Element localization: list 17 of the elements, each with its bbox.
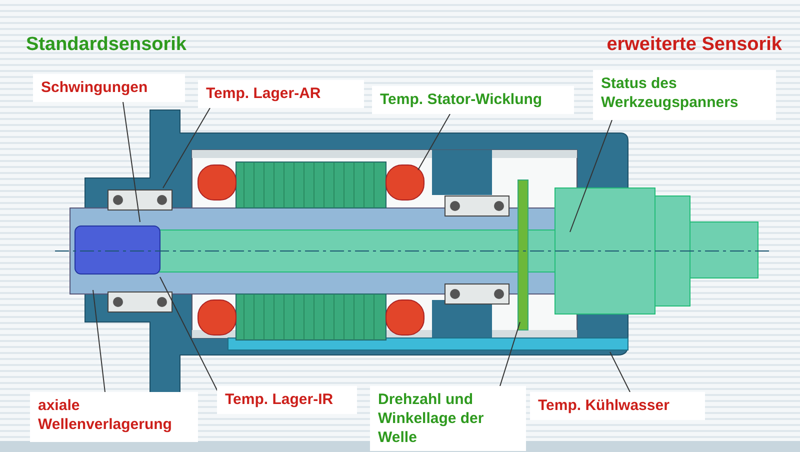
leader-line <box>122 102 140 222</box>
callout-label: axiale Wellenverlagerung <box>30 392 198 442</box>
leader-line <box>610 352 630 392</box>
leader-line <box>92 290 106 392</box>
callout-label: Schwingungen <box>33 74 185 102</box>
leader-line <box>418 114 450 170</box>
callout-label: Status des Werkzeugspanners <box>593 70 776 120</box>
leader-line <box>500 322 520 386</box>
leader-line <box>160 276 218 392</box>
section-heading: erweiterte Sensorik <box>606 34 782 56</box>
callout-label: Temp. Lager-IR <box>217 386 357 414</box>
callout-label: Temp. Lager-AR <box>198 80 364 108</box>
callout-label: Drehzahl und Winkellage der Welle <box>370 386 526 451</box>
callout-label: Temp. Kühlwasser <box>530 392 705 420</box>
leader-line <box>162 108 210 188</box>
section-heading: Standardsensorik <box>26 34 186 56</box>
callout-label: Temp. Stator-Wicklung <box>372 86 574 114</box>
